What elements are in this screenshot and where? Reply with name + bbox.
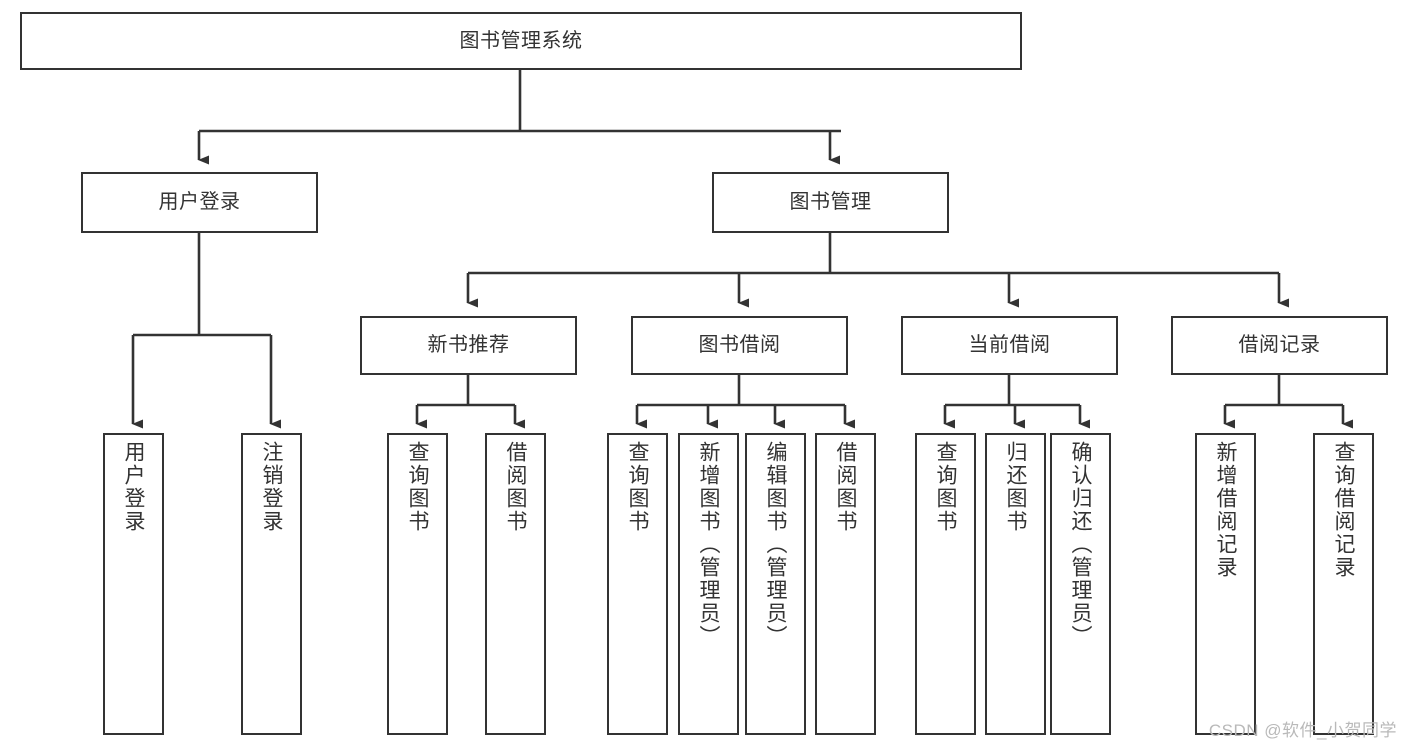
- node-label: 图书管理系统: [459, 29, 583, 52]
- leaf-current-confirm-return-admin[interactable]: 确认归还（管理员）: [1050, 433, 1111, 735]
- node-label: 查询借阅记录: [1332, 441, 1355, 579]
- leaf-borrow-query-book[interactable]: 查询图书: [607, 433, 668, 735]
- node-label: 当前借阅: [968, 334, 1051, 357]
- node-label: 归还图书: [1004, 441, 1027, 533]
- node-label: 借阅记录: [1238, 334, 1321, 357]
- node-current-borrow[interactable]: 当前借阅: [901, 316, 1118, 375]
- node-label: 新增借阅记录: [1214, 441, 1237, 579]
- node-label: 注销登录: [260, 441, 283, 533]
- node-label: 编辑图书（管理员）: [764, 441, 787, 648]
- node-label: 确认归还（管理员）: [1069, 441, 1092, 648]
- node-book-management[interactable]: 图书管理: [712, 172, 949, 233]
- node-book-borrow[interactable]: 图书借阅: [631, 316, 848, 375]
- node-label: 图书管理: [789, 191, 872, 214]
- leaf-recommend-query-book[interactable]: 查询图书: [387, 433, 448, 735]
- leaf-current-return-book[interactable]: 归还图书: [985, 433, 1046, 735]
- leaf-borrow-add-book-admin[interactable]: 新增图书（管理员）: [678, 433, 739, 735]
- node-label: 用户登录: [122, 441, 145, 533]
- node-label: 新增图书（管理员）: [697, 441, 720, 648]
- node-new-book-recommend[interactable]: 新书推荐: [360, 316, 577, 375]
- leaf-borrow-edit-book-admin[interactable]: 编辑图书（管理员）: [745, 433, 806, 735]
- node-borrow-record[interactable]: 借阅记录: [1171, 316, 1388, 375]
- node-label: 图书借阅: [698, 334, 781, 357]
- node-label: 用户登录: [158, 191, 241, 214]
- leaf-current-query-book[interactable]: 查询图书: [915, 433, 976, 735]
- csdn-watermark: CSDN @软件_小贺同学: [1208, 721, 1397, 740]
- leaf-borrow-borrow-book[interactable]: 借阅图书: [815, 433, 876, 735]
- node-user-login[interactable]: 用户登录: [81, 172, 318, 233]
- leaf-user-login-login[interactable]: 用户登录: [103, 433, 164, 735]
- node-label: 查询图书: [934, 441, 957, 533]
- leaf-record-add-record[interactable]: 新增借阅记录: [1195, 433, 1256, 735]
- leaf-user-login-logout[interactable]: 注销登录: [241, 433, 302, 735]
- node-root-system[interactable]: 图书管理系统: [20, 12, 1022, 70]
- node-label: 借阅图书: [834, 441, 857, 533]
- node-label: 查询图书: [626, 441, 649, 533]
- node-label: 查询图书: [406, 441, 429, 533]
- leaf-record-query-record[interactable]: 查询借阅记录: [1313, 433, 1374, 735]
- node-label: 新书推荐: [427, 334, 510, 357]
- leaf-recommend-borrow-book[interactable]: 借阅图书: [485, 433, 546, 735]
- node-label: 借阅图书: [504, 441, 527, 533]
